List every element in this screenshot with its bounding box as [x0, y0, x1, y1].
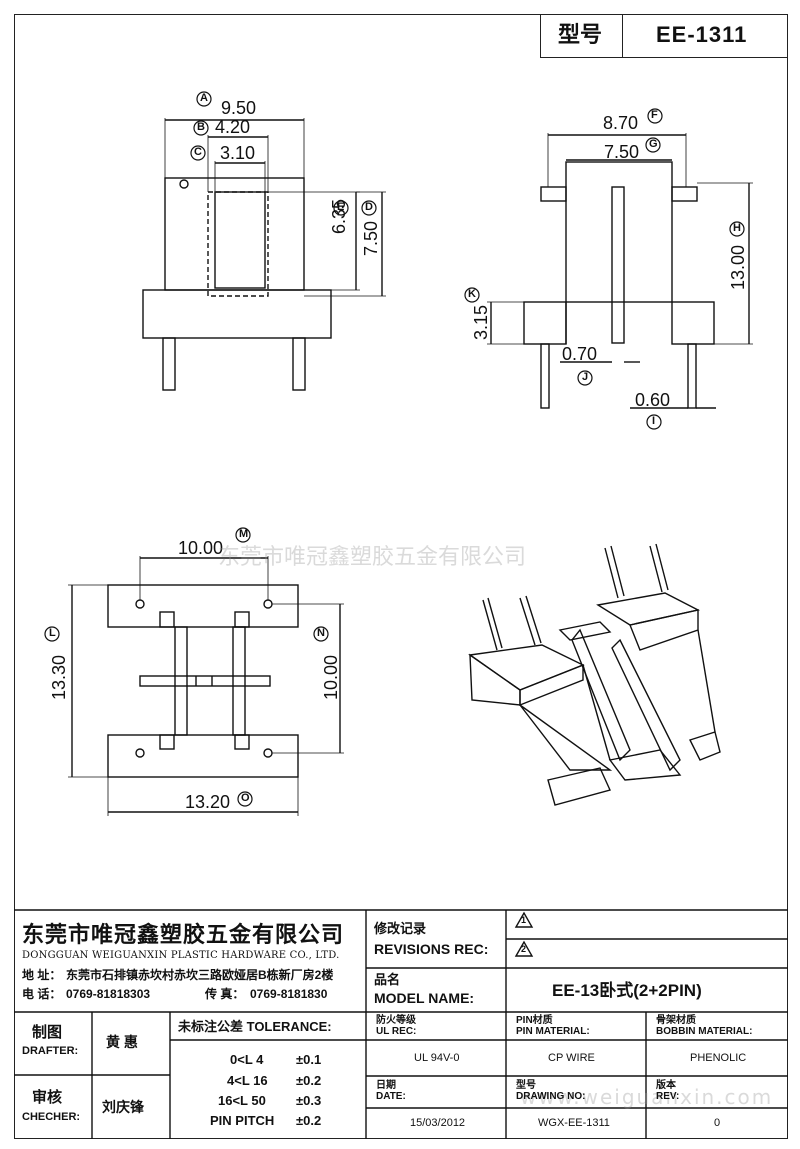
marker-o: O — [241, 792, 250, 804]
tolerance-row-3-value: ±0.3 — [296, 1093, 322, 1108]
pin-material-label-cn: PIN材质 — [516, 1015, 553, 1026]
tolerance-row-3-range: 16<L 50 — [218, 1093, 266, 1108]
tolerance-row-4-range: PIN PITCH — [210, 1113, 275, 1128]
dim-o-value: 13.20 — [185, 792, 231, 812]
revision-2-marker: 2 — [521, 944, 527, 954]
isometric-view — [468, 543, 721, 806]
drawing-no-value: WGX-EE-1311 — [538, 1117, 610, 1129]
tolerance-label: 未标注公差 TOLERANCE: — [178, 1019, 332, 1034]
model-name-label-cn: 品名 — [374, 972, 401, 987]
dim-k-value: 3.15 — [471, 304, 491, 340]
marker-e: E — [337, 201, 345, 213]
watermark-url: www.weiguanxin.com — [520, 1085, 774, 1109]
marker-i: I — [652, 415, 656, 427]
tolerance-row-1-value: ±0.1 — [296, 1052, 322, 1067]
date-label-en: DATE: — [376, 1091, 406, 1102]
drawing-no-label-en: DRAWING NO: — [516, 1091, 586, 1102]
marker-g: G — [649, 138, 658, 150]
marker-m: M — [239, 528, 249, 540]
front-view — [142, 118, 386, 391]
tolerance-row-2-value: ±0.2 — [296, 1073, 322, 1088]
bottom-view — [68, 556, 344, 816]
tel-value: 0769-81818303 — [66, 987, 151, 1001]
ul-label-en: UL REC: — [376, 1026, 417, 1037]
dim-m-value: 10.00 — [178, 538, 224, 558]
drawing-no-label-cn: 型号 — [516, 1080, 536, 1091]
tolerance-row-4-value: ±0.2 — [296, 1113, 322, 1128]
pin-material-value: CP WIRE — [548, 1052, 595, 1064]
marker-a: A — [200, 92, 208, 104]
ul-label-cn: 防火等级 — [376, 1015, 416, 1026]
title-block-grid — [14, 909, 788, 1139]
bobbin-material-label-en: BOBBIN MATERIAL: — [656, 1026, 753, 1037]
address-value: 东莞市石排镇赤坎村赤坎三路欧娅居B栋新厂房2楼 — [66, 968, 334, 982]
marker-h: H — [733, 222, 741, 234]
tolerance-row-2-range: 4<L 16 — [227, 1073, 268, 1088]
rev-label-en: REV: — [656, 1091, 680, 1102]
checker-label-en: CHECHER: — [22, 1111, 81, 1123]
model-header-box — [540, 14, 788, 58]
model-header-label: 型号 — [558, 22, 603, 47]
dim-f-value: 8.70 — [603, 113, 639, 133]
dim-j-value: 0.70 — [562, 344, 598, 364]
marker-l: L — [49, 627, 56, 639]
date-value: 15/03/2012 — [410, 1117, 466, 1129]
side-view — [487, 133, 753, 409]
rev-value: 0 — [714, 1117, 721, 1129]
model-header-divider — [622, 14, 623, 58]
dim-b-value: 4.20 — [215, 117, 251, 137]
drafter-label-cn: 制图 — [32, 1024, 63, 1041]
marker-j: J — [582, 371, 589, 383]
bobbin-material-value: PHENOLIC — [690, 1052, 747, 1064]
model-name-label-en: MODEL NAME: — [374, 990, 475, 1006]
drafter-name: 黄 惠 — [106, 1034, 138, 1050]
model-name-value: EE-13卧式(2+2PIN) — [552, 981, 702, 1000]
company-name-cn: 东莞市唯冠鑫塑胶五金有限公司 — [22, 922, 345, 947]
revision-1-marker: 1 — [521, 915, 527, 925]
dim-l-value: 13.30 — [49, 654, 69, 700]
drawing-frame — [14, 14, 788, 1139]
bobbin-material-label-cn: 骨架材质 — [656, 1015, 696, 1026]
dim-g-value: 7.50 — [604, 142, 640, 162]
tolerance-row-1-range: 0<L 4 — [230, 1052, 264, 1067]
marker-b: B — [197, 121, 205, 133]
marker-k: K — [468, 288, 476, 300]
pin-material-label-en: PIN MATERIAL: — [516, 1026, 590, 1037]
address-label: 地 址： — [22, 968, 62, 982]
date-label-cn: 日期 — [376, 1080, 396, 1091]
fax-value: 0769-8181830 — [250, 987, 328, 1001]
dim-i-value: 0.60 — [635, 390, 671, 410]
dim-c-value: 3.10 — [220, 143, 256, 163]
drafter-label-en: DRAFTER: — [22, 1045, 79, 1057]
marker-f: F — [651, 109, 658, 121]
revisions-label-en: REVISIONS REC: — [374, 941, 489, 957]
model-header-value: EE-1311 — [656, 22, 748, 47]
ul-value: UL 94V-0 — [414, 1052, 460, 1064]
fax-label: 传 真： — [205, 987, 245, 1001]
dim-h-value: 13.00 — [728, 244, 748, 290]
marker-d: D — [365, 201, 373, 213]
rev-label-cn: 版本 — [656, 1080, 676, 1091]
revisions-label-cn: 修改记录 — [374, 921, 427, 936]
marker-n: N — [317, 627, 325, 639]
marker-c: C — [194, 146, 202, 158]
dim-d-value: 7.50 — [361, 220, 381, 256]
tel-label: 电 话： — [22, 987, 62, 1001]
checker-name: 刘庆锋 — [102, 1099, 144, 1115]
company-name-en: DONGGUAN WEIGUANXIN PLASTIC HARDWARE CO.… — [22, 950, 340, 961]
dim-a-value: 9.50 — [221, 98, 257, 118]
watermark-company: 东莞市唯冠鑫塑胶五金有限公司 — [218, 545, 527, 570]
dim-n-value: 10.00 — [321, 654, 341, 700]
checker-label-cn: 审核 — [32, 1089, 63, 1106]
